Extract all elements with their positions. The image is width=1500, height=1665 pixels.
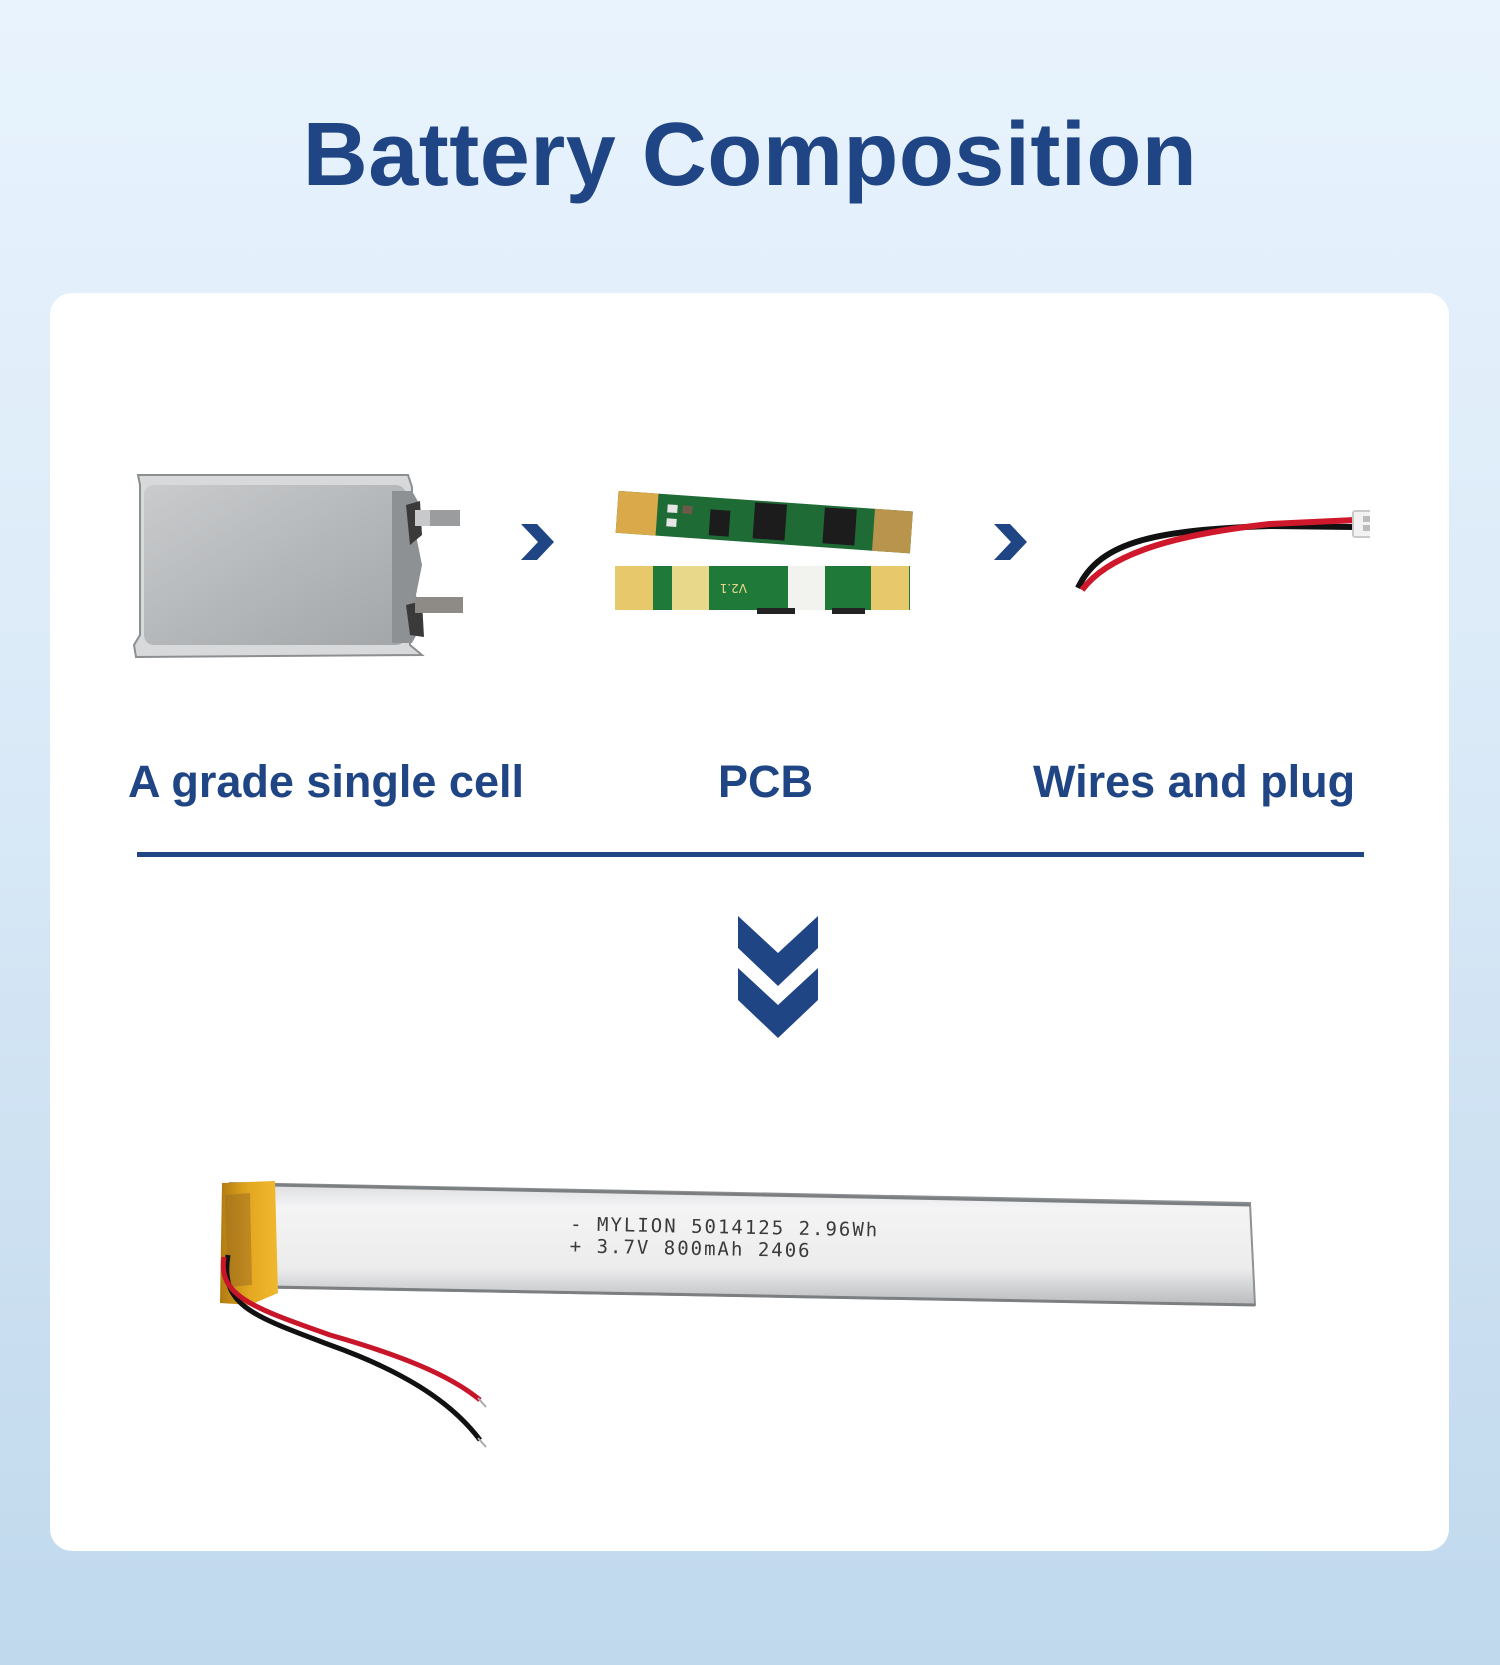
wire-plug-image	[1075, 510, 1370, 592]
section-divider	[137, 852, 1364, 857]
chevron-right-icon	[521, 524, 554, 560]
pouch-cell-image	[132, 474, 463, 659]
component-label-wires: Wires and plug	[1033, 756, 1356, 807]
battery-print-line-2: + 3.7V 800mAh 2406	[570, 1235, 812, 1262]
double-chevron-down-icon	[738, 916, 818, 1038]
chevron-right-icon	[994, 524, 1027, 560]
pcb-board-image: V2.1	[615, 490, 913, 614]
component-label-cell: A grade single cell	[128, 756, 524, 807]
pcb-marking: V2.1	[720, 581, 747, 595]
component-label-pcb: PCB	[718, 756, 814, 807]
page-title: Battery Composition	[302, 105, 1198, 205]
assembled-battery-image: - MYLION 5014125 2.96Wh + 3.7V 800mAh 24…	[220, 1181, 1257, 1448]
